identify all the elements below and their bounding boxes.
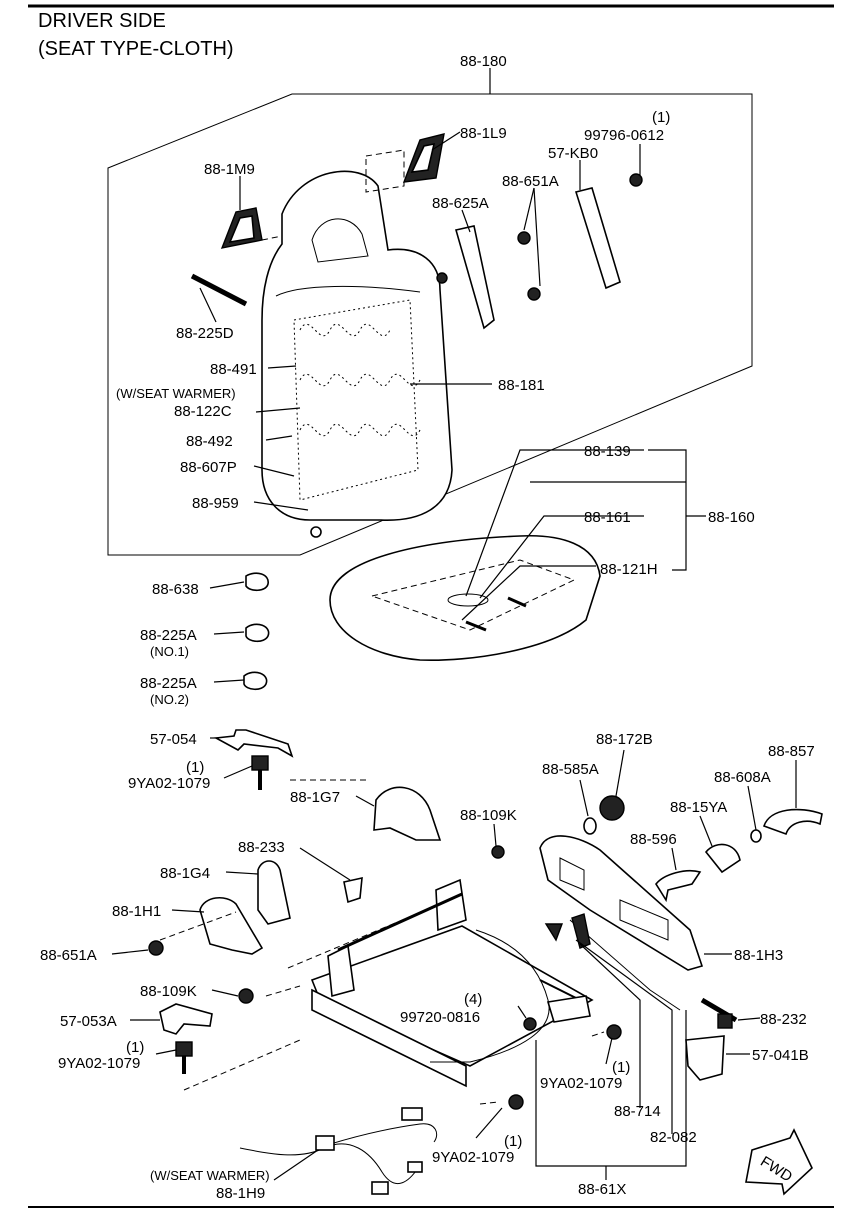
label-88-109K-bottom: 88-109K <box>140 983 197 1000</box>
label-9YA02-1079-c: 9YA02-1079 <box>540 1075 622 1092</box>
label-88-1L9: 88-1L9 <box>460 125 507 142</box>
label-88-225A-1: 88-225A <box>140 627 197 644</box>
label-no-2: (NO.2) <box>150 692 189 707</box>
cable-714 <box>430 929 550 1063</box>
label-88-1H9: 88-1H9 <box>216 1185 265 1202</box>
label-88-1H3: 88-1H3 <box>734 947 783 964</box>
label-88-172B: 88-172B <box>596 731 653 748</box>
label-88-139: 88-139 <box>584 443 631 460</box>
side-shield-1H3 <box>539 835 704 971</box>
seat-back-panel-outline <box>107 93 753 556</box>
label-88-491: 88-491 <box>210 361 257 378</box>
seat-cushion-assembly <box>329 534 601 662</box>
label-88-585A: 88-585A <box>542 761 599 778</box>
label-88-651A-top: 88-651A <box>502 173 559 190</box>
label-9YA02-1079-d: 9YA02-1079 <box>432 1149 514 1166</box>
label-88-651A-bottom: 88-651A <box>40 947 97 964</box>
label-with-seat-warmer-2: (W/SEAT WARMER) <box>150 1168 270 1183</box>
label-88-714: 88-714 <box>614 1103 661 1120</box>
part-233 <box>343 876 363 904</box>
label-88-180: 88-180 <box>460 53 507 70</box>
belt-guide-KB0 <box>574 187 621 290</box>
label-88-233: 88-233 <box>238 839 285 856</box>
label-88-61X: 88-61X <box>578 1181 626 1198</box>
label-88-161: 88-161 <box>584 509 631 526</box>
label-88-608A: 88-608A <box>714 769 771 786</box>
label-88-1G4: 88-1G4 <box>160 865 210 882</box>
clip-icon <box>243 572 270 691</box>
bracket-625A <box>454 225 495 330</box>
label-88-122C: 88-122C <box>174 403 232 420</box>
label-82-082: 82-082 <box>650 1129 697 1146</box>
label-88-625A: 88-625A <box>432 195 489 212</box>
label-88-1G7: 88-1G7 <box>290 789 340 806</box>
label-88-160: 88-160 <box>708 509 755 526</box>
label-88-15YA: 88-15YA <box>670 799 727 816</box>
label-88-492: 88-492 <box>186 433 233 450</box>
label-99796-0612: 99796-0612 <box>584 127 664 144</box>
label-qty-1-a: (1) <box>652 109 670 126</box>
label-88-225D: 88-225D <box>176 325 234 342</box>
cover-1G7 <box>373 786 442 841</box>
label-88-109K-top: 88-109K <box>460 807 517 824</box>
label-57-054: 57-054 <box>150 731 197 748</box>
bolt-icon <box>251 755 269 771</box>
label-57-KB0: 57-KB0 <box>548 145 598 162</box>
lever-596 <box>655 869 702 903</box>
label-88-596: 88-596 <box>630 831 677 848</box>
leader-lines <box>111 68 797 1181</box>
label-57-041B: 57-041B <box>752 1047 809 1064</box>
bolt-icon <box>148 845 622 1110</box>
label-88-181: 88-181 <box>498 377 545 394</box>
forward-arrow-icon: FWD <box>745 1128 813 1196</box>
label-88-857: 88-857 <box>768 743 815 760</box>
label-88-607P: 88-607P <box>180 459 237 476</box>
cover-57-041B <box>685 1035 725 1081</box>
label-88-121H: 88-121H <box>600 561 658 578</box>
label-qty-1-b: (1) <box>186 759 204 776</box>
diagram-title-line1: DRIVER SIDE <box>38 10 166 32</box>
label-57-053A: 57-053A <box>60 1013 117 1030</box>
lever-857 <box>762 808 823 836</box>
label-88-638: 88-638 <box>152 581 199 598</box>
bolt-icon <box>436 173 643 301</box>
cap-585A <box>583 817 597 835</box>
label-88-1H1: 88-1H1 <box>112 903 161 920</box>
label-qty-1-c: (1) <box>126 1039 144 1056</box>
cover-1G4 <box>257 860 291 925</box>
label-9YA02-1079-b: 9YA02-1079 <box>58 1055 140 1072</box>
cover-57-054 <box>213 729 294 758</box>
label-qty-1-e: (1) <box>504 1133 522 1150</box>
label-88-232: 88-232 <box>760 1011 807 1028</box>
seat-back-assembly <box>261 149 453 538</box>
label-no-1: (NO.1) <box>150 644 189 659</box>
cover-57-053A <box>159 1003 213 1035</box>
part-labels: 88-180 88-1L9 (1) 99796-0612 88-1M9 57-K… <box>40 53 815 1202</box>
label-99720-0816: 99720-0816 <box>400 1009 480 1026</box>
label-88-1M9: 88-1M9 <box>204 161 255 178</box>
wire-225D <box>190 273 248 307</box>
cover-1H1 <box>199 897 264 955</box>
label-88-225A-2: 88-225A <box>140 675 197 692</box>
lever-15YA <box>704 843 741 874</box>
label-88-959: 88-959 <box>192 495 239 512</box>
wire-harness-1H9 <box>239 1107 438 1195</box>
label-with-seat-warmer-1: (W/SEAT WARMER) <box>116 386 236 401</box>
bolt-icon <box>175 1041 193 1057</box>
knob-172B <box>599 795 625 821</box>
label-9YA02-1079-a: 9YA02-1079 <box>128 775 210 792</box>
diagram-title-line2: (SEAT TYPE-CLOTH) <box>38 38 234 60</box>
label-qty-4: (4) <box>464 991 482 1008</box>
seat-rail-frame <box>310 878 594 1088</box>
label-qty-1-d: (1) <box>612 1059 630 1076</box>
